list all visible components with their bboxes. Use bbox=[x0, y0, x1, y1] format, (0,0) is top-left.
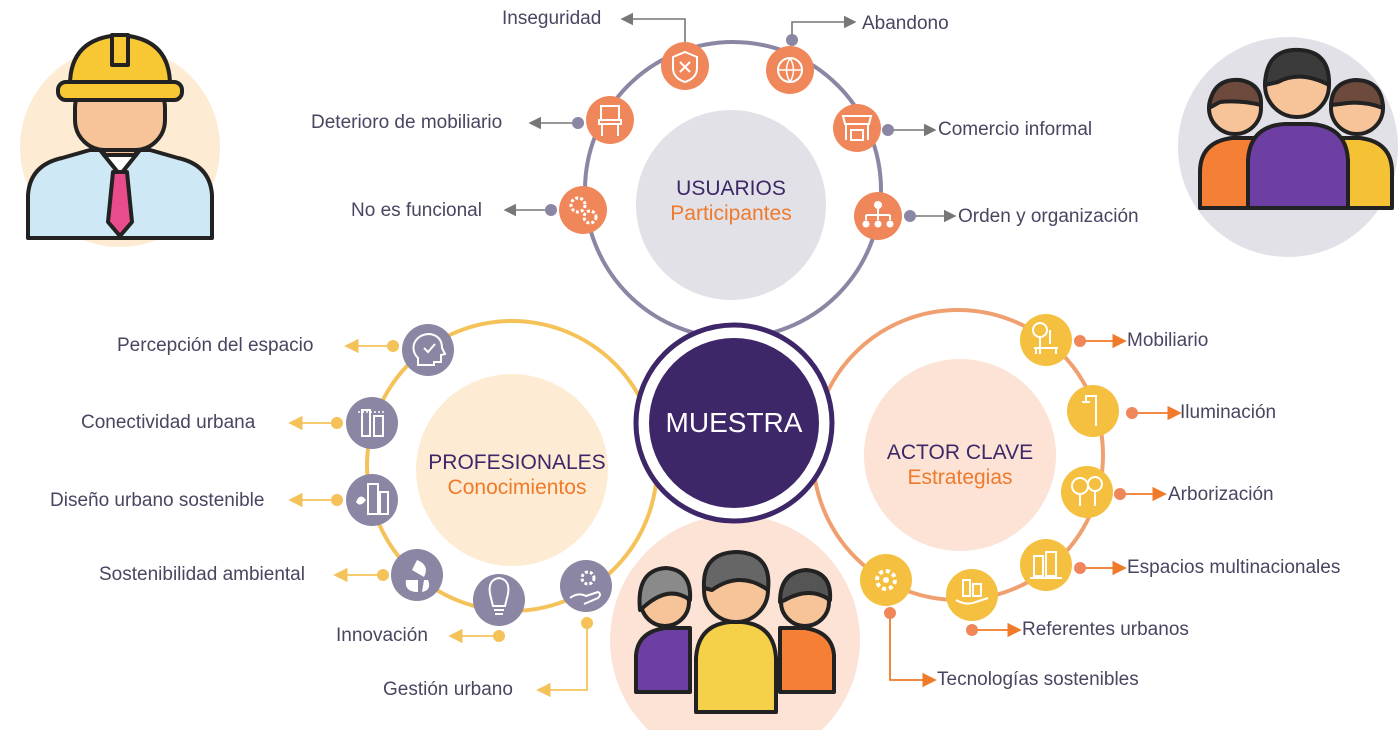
profesionales-item-percepcion: Percepción del espacio bbox=[117, 335, 314, 356]
actor-item-espacios: Espacios multinacionales bbox=[1127, 557, 1341, 578]
actor-item-iluminacion: Iluminación bbox=[1180, 402, 1277, 423]
org-chart-icon bbox=[854, 192, 902, 240]
profesionales-item-gestion: Gestión urbano bbox=[383, 679, 513, 700]
recycle-leaves-icon bbox=[391, 549, 443, 601]
sustainable-building-icon bbox=[346, 474, 398, 526]
bench-tree-icon bbox=[1020, 314, 1072, 366]
globe-icon bbox=[766, 46, 814, 94]
profesionales-subtitle: Conocimientos bbox=[447, 476, 587, 499]
actor-title-block: ACTOR CLAVE Estrategias bbox=[865, 440, 1055, 490]
market-stall-icon bbox=[833, 104, 881, 152]
city-connect-icon bbox=[346, 397, 398, 449]
actor-title: ACTOR CLAVE bbox=[886, 441, 1034, 464]
actor-item-mobiliario: Mobiliario bbox=[1127, 330, 1209, 351]
actor-center-bg bbox=[864, 359, 1056, 551]
profesionales-item-sostenibilidad: Sostenibilidad ambiental bbox=[99, 564, 305, 585]
muestra-circle bbox=[649, 338, 819, 508]
actor-item-arborizacion: Arborización bbox=[1168, 484, 1274, 505]
muestra-label: MUESTRA bbox=[665, 407, 803, 438]
usuarios-item-abandono: Abandono bbox=[862, 13, 949, 34]
gear-tech-icon bbox=[860, 554, 912, 606]
shield-x-icon bbox=[661, 42, 709, 90]
city-plants-icon bbox=[1020, 539, 1072, 591]
engineer-avatar-icon bbox=[26, 33, 214, 240]
usuarios-item-orden: Orden y organización bbox=[958, 206, 1139, 227]
head-check-icon bbox=[402, 324, 454, 376]
street-lamp-icon bbox=[1067, 385, 1119, 437]
hand-gear-icon bbox=[560, 560, 612, 612]
usuarios-item-funcional: No es funcional bbox=[351, 200, 482, 221]
usuarios-center-bg bbox=[636, 110, 826, 300]
usuarios-item-comercio: Comercio informal bbox=[938, 119, 1093, 140]
profesionales-item-innovacion: Innovación bbox=[336, 625, 428, 646]
lightbulb-gear-icon bbox=[473, 574, 525, 626]
profesionales-center-bg bbox=[416, 374, 608, 566]
profesionales-item-diseno: Diseño urbano sostenible bbox=[50, 490, 265, 511]
usuarios-item-inseguridad: Inseguridad bbox=[502, 8, 602, 29]
profesionales-title: PROFESIONALES bbox=[428, 451, 606, 474]
usuarios-title: USUARIOS bbox=[676, 177, 786, 200]
usuarios-item-deterioro: Deterioro de mobiliario bbox=[311, 112, 503, 133]
profesionales-item-conectividad: Conectividad urbana bbox=[81, 412, 256, 433]
users-group-avatar-icon bbox=[1198, 47, 1394, 210]
professionals-group-avatar-icon bbox=[634, 550, 836, 714]
usuarios-title-block: USUARIOS Participantes bbox=[641, 176, 821, 226]
gears-icon bbox=[559, 186, 607, 234]
actor-subtitle: Estrategias bbox=[907, 466, 1013, 489]
actor-item-tecnologias: Tecnologías sostenibles bbox=[937, 669, 1139, 690]
usuarios-subtitle: Participantes bbox=[670, 202, 792, 225]
trees-icon bbox=[1061, 466, 1113, 518]
actor-item-referentes: Referentes urbanos bbox=[1022, 619, 1189, 640]
chair-icon bbox=[586, 96, 634, 144]
city-hand-icon bbox=[946, 569, 998, 621]
profesionales-title-block: PROFESIONALES Conocimientos bbox=[417, 450, 617, 500]
